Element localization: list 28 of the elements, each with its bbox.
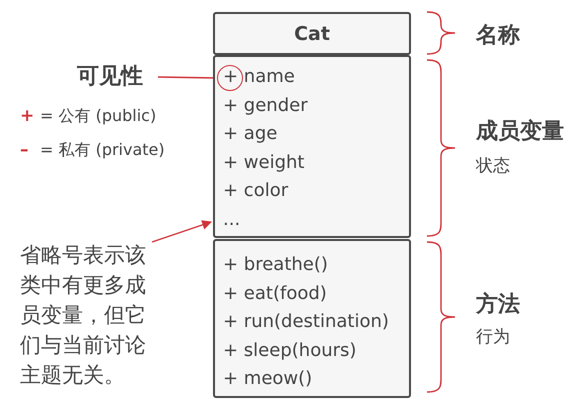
section-label: 名称	[476, 22, 520, 50]
class-name-compartment	[213, 12, 411, 55]
visibility-heading: 可见性	[60, 60, 160, 94]
attribute-text: + name	[222, 65, 296, 89]
attribute-text: + age	[222, 122, 278, 146]
plus-symbol: +	[20, 106, 34, 126]
legend-text: = 公有 (public)	[40, 106, 156, 127]
minus-symbol: –	[20, 140, 28, 160]
arrow	[152, 220, 212, 243]
method-text: + sleep(hours)	[222, 338, 358, 363]
legend-text: = 私有 (private)	[40, 140, 165, 161]
attribute-text: + gender	[222, 94, 309, 118]
method-text: + meow()	[222, 367, 314, 392]
methods-compartment	[213, 239, 411, 398]
method-text: + breathe()	[222, 253, 329, 277]
attribute-text: + weight	[222, 150, 306, 175]
attribute-text: + color	[222, 179, 290, 204]
section-label: 方法	[476, 290, 520, 319]
section-description: 行为	[476, 326, 510, 348]
method-text: + run(destination)	[222, 310, 390, 334]
method-text: + eat(food)	[222, 282, 328, 306]
attribute-text: ...	[222, 208, 242, 232]
section-label: 成员变量	[476, 118, 564, 146]
section-description: 状态	[476, 155, 510, 177]
highlight-circle	[217, 65, 243, 91]
attributes-compartment	[213, 55, 411, 238]
note-text: 省略号表示该类中有更多成员变量，但它们与当前讨论主题无关。	[20, 240, 154, 404]
class-name: Cat	[294, 22, 330, 44]
